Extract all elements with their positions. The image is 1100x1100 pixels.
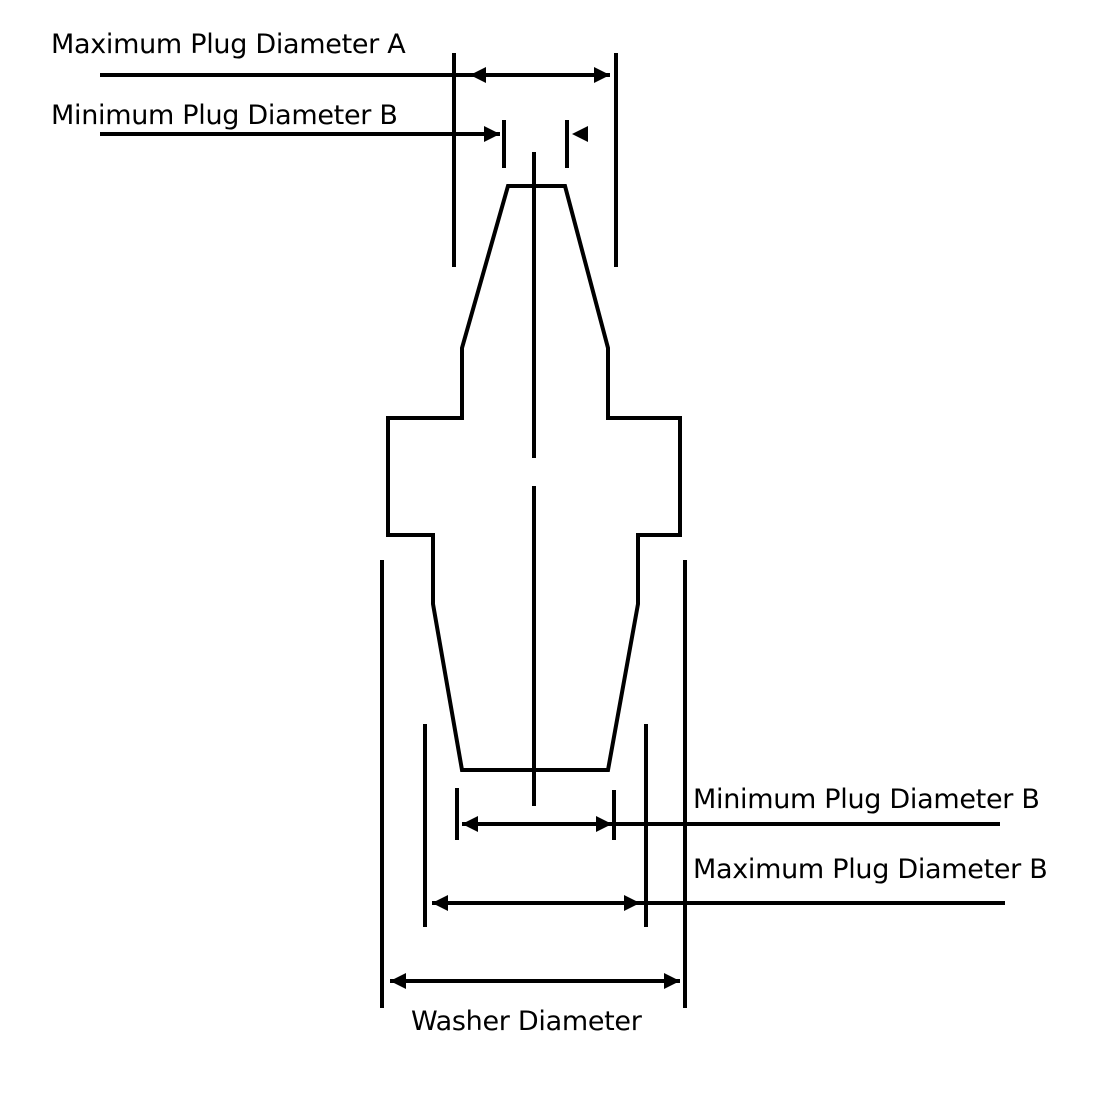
plug-outline	[386, 184, 682, 772]
label-max-plug-diameter-a: Maximum Plug Diameter A	[51, 29, 406, 60]
label-min-plug-diameter-b-top: Minimum Plug Diameter B	[51, 100, 398, 131]
label-max-plug-diameter-b: Maximum Plug Diameter B	[693, 854, 1048, 885]
label-washer-diameter: Washer Diameter	[411, 1006, 642, 1037]
label-min-plug-diameter-b-bottom: Minimum Plug Diameter B	[693, 784, 1040, 815]
